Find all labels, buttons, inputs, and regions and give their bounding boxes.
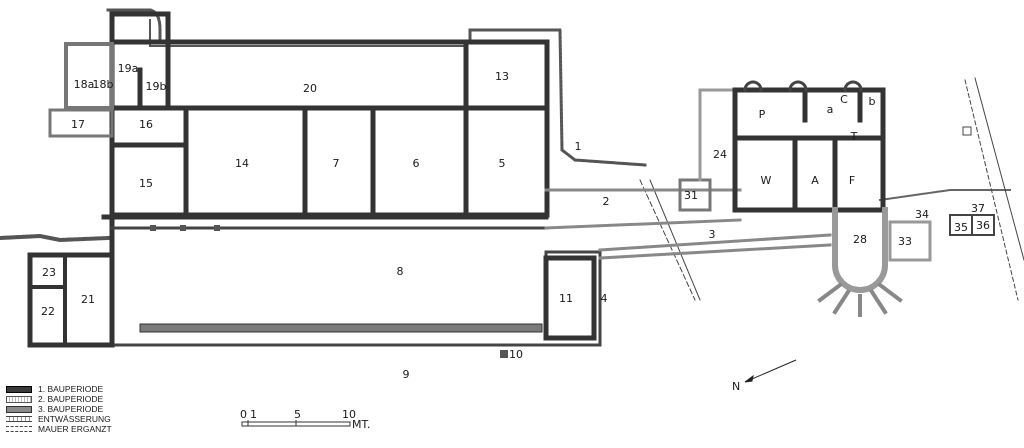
wall-28-rays	[817, 282, 903, 317]
dashed-diagonal-2	[649, 179, 701, 301]
room-label-c: C	[840, 93, 848, 106]
wall-bath-block	[732, 87, 886, 213]
drain-top-2	[149, 19, 466, 47]
room-label-31: 31	[684, 189, 698, 202]
room-label-16: 16	[139, 118, 153, 131]
room-label-19b: 19b	[146, 80, 167, 93]
legend-label: 1. BAUPERIODE	[38, 384, 104, 394]
room-label-4: 4	[601, 292, 608, 305]
dashed-diagonal	[639, 179, 696, 301]
legend-item: ENTWÄSSERUNG	[6, 414, 112, 424]
room-label-w: W	[761, 174, 772, 187]
room-label-3: 3	[709, 228, 716, 241]
room-label-21: 21	[81, 293, 95, 306]
wall-31	[678, 178, 712, 212]
room-label-a: A	[811, 174, 819, 187]
legend-swatch	[6, 395, 32, 403]
room-label-1: 1	[575, 140, 582, 153]
room-label-36: 36	[976, 219, 990, 232]
room-label-15: 15	[139, 177, 153, 190]
scale-tick-5: 5	[294, 408, 301, 421]
wall-28	[832, 207, 888, 293]
legend-label: 2. BAUPERIODE	[38, 394, 104, 404]
marker	[500, 350, 508, 358]
legend-label: ENTWÄSSERUNG	[38, 414, 111, 424]
room-label-28: 28	[853, 233, 867, 246]
legend: 1. BAUPERIODE 2. BAUPERIODE 3. BAUPERIOD…	[6, 384, 112, 434]
room-label-5: 5	[499, 157, 506, 170]
wall-block-main	[109, 39, 550, 218]
room-label-t: T	[850, 130, 858, 143]
north-label: N	[732, 380, 740, 393]
marker	[180, 225, 186, 231]
room-label-p: P	[759, 108, 766, 121]
marker	[150, 225, 156, 231]
room-label-13: 13	[495, 70, 509, 83]
scale-bar	[241, 420, 351, 427]
room-label-23: 23	[42, 266, 56, 279]
room-label-24: 24	[713, 148, 727, 161]
corridor-2	[544, 188, 742, 230]
legend-swatch	[6, 426, 32, 432]
wall-33	[888, 220, 932, 262]
room-label-11: 11	[559, 292, 573, 305]
room-label-9: 9	[403, 368, 410, 381]
wall-18	[64, 42, 114, 110]
room-label-18b: 18b	[93, 78, 114, 91]
legend-item: 2. BAUPERIODE	[6, 394, 112, 404]
legend-item: 3. BAUPERIODE	[6, 404, 112, 414]
scale-tick-0: 0	[240, 408, 247, 421]
room-label-20: 20	[303, 82, 317, 95]
room-label-10: 10	[509, 348, 523, 361]
scale-unit: MT.	[352, 418, 370, 431]
wall-24	[698, 88, 737, 192]
room-label-6: 6	[413, 157, 420, 170]
drain-top	[106, 8, 647, 167]
wall-21	[27, 252, 115, 348]
room-label-f: F	[849, 174, 855, 187]
legend-item: MAUER ERGANZT	[6, 424, 112, 434]
drain-left	[0, 233, 111, 243]
wall-36	[971, 214, 995, 236]
legend-swatch	[6, 385, 32, 393]
room-label-7: 7	[333, 157, 340, 170]
wall-17	[48, 108, 114, 138]
room-label-34: 34	[915, 208, 929, 221]
drain-right	[878, 189, 1011, 202]
north-arrow	[744, 359, 797, 383]
room-label-19a: 19a	[118, 62, 139, 75]
dashed-line-right-2	[974, 77, 1024, 261]
legend-swatch	[6, 405, 32, 413]
room-label-37: 37	[971, 202, 985, 215]
room-label-18a: 18a	[74, 78, 95, 91]
corridor-3	[598, 233, 832, 260]
room-label-35: 35	[954, 221, 968, 234]
marker	[214, 225, 220, 231]
apse	[743, 80, 863, 92]
room-label-8: 8	[397, 265, 404, 278]
legend-item: 1. BAUPERIODE	[6, 384, 112, 394]
room-label-2: 2	[603, 195, 610, 208]
room-label-22: 22	[41, 305, 55, 318]
legend-label: MAUER ERGANZT	[38, 424, 112, 434]
dashed-line-right	[964, 79, 1019, 301]
room-label-33: 33	[898, 235, 912, 248]
legend-swatch	[6, 416, 32, 422]
room-label-a: a	[827, 103, 834, 116]
legend-label: 3. BAUPERIODE	[38, 404, 104, 414]
room-label-b: b	[869, 95, 876, 108]
scale-tick-1: 1	[250, 408, 257, 421]
room-label-17: 17	[71, 118, 85, 131]
small-square	[962, 126, 972, 136]
wall-bench	[139, 323, 543, 333]
scale-tick-10: 10	[342, 408, 356, 421]
wall-11	[543, 255, 597, 341]
room-label-14: 14	[235, 157, 249, 170]
